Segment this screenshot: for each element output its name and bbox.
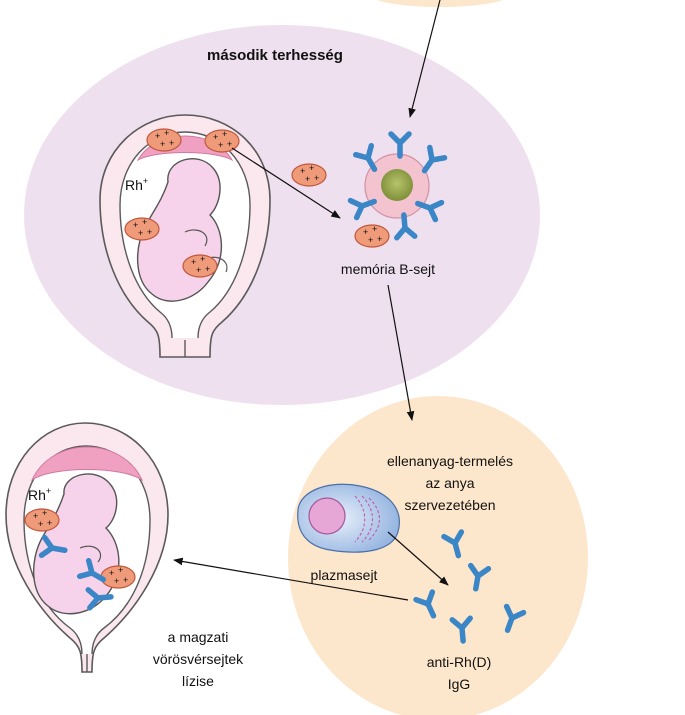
svg-text:+: + <box>305 174 310 184</box>
rbc-placenta-right: + + + + <box>204 129 240 153</box>
arrow-memory-to-production <box>387 284 415 421</box>
arrow-to-memory-cell <box>408 0 441 118</box>
rbc-placenta-left: + + + + <box>146 128 182 152</box>
svg-text:+: + <box>114 576 119 586</box>
svg-text:+: + <box>368 235 373 245</box>
lysis-label-line1: a magzati <box>168 629 229 645</box>
rbc-fetus-lower: + + + + <box>182 254 218 278</box>
svg-text:+: + <box>227 139 232 149</box>
lysis-label-line2: vörösvérsejtek <box>153 651 244 667</box>
arrow-placenta-to-memory <box>231 147 341 219</box>
svg-text:+: + <box>200 254 205 264</box>
top-peach-blob <box>376 0 504 7</box>
rbc-free-2: + + + + <box>354 224 390 248</box>
plasma-cell-label: plazmasejt <box>311 567 378 583</box>
svg-text:+: + <box>160 139 165 149</box>
svg-text:+: + <box>164 128 169 138</box>
svg-text:+: + <box>142 217 147 227</box>
antibody-label-line2: IgG <box>448 676 471 692</box>
svg-text:+: + <box>205 264 210 274</box>
rbc-fetus-upper: + + + + <box>124 217 160 241</box>
svg-text:+: + <box>363 227 368 237</box>
svg-text:+: + <box>314 173 319 183</box>
rbc-free-1: + + + + <box>291 163 327 187</box>
svg-text:+: + <box>155 131 160 141</box>
antibody-production-line1: ellenanyag-termelés <box>387 453 513 469</box>
svg-text:+: + <box>47 518 52 528</box>
antibody-label-line1: anti-Rh(D) <box>427 654 492 670</box>
svg-text:+: + <box>118 565 123 575</box>
svg-text:+: + <box>218 140 223 150</box>
svg-text:+: + <box>213 132 218 142</box>
svg-text:+: + <box>33 511 38 521</box>
arrow-antibodies-to-fetus <box>173 557 409 601</box>
svg-text:+: + <box>191 257 196 267</box>
svg-text:+: + <box>222 129 227 139</box>
svg-text:+: + <box>42 508 47 518</box>
flow-arrows <box>173 0 449 601</box>
svg-text:+: + <box>377 234 382 244</box>
svg-text:+: + <box>309 163 314 173</box>
svg-text:+: + <box>196 265 201 275</box>
svg-text:+: + <box>300 166 305 176</box>
svg-text:+: + <box>138 228 143 238</box>
rh-label-2: Rh+ <box>28 486 51 503</box>
arrow-plasma-to-antibodies <box>387 531 449 586</box>
svg-text:+: + <box>38 519 43 529</box>
antibody-production-region <box>288 396 588 715</box>
svg-text:+: + <box>372 224 377 234</box>
svg-text:+: + <box>147 227 152 237</box>
svg-text:+: + <box>133 220 138 230</box>
memory-b-cell <box>350 134 444 238</box>
antibody-production-line2: az anya <box>425 475 474 491</box>
svg-text:+: + <box>169 138 174 148</box>
rh-label-1: Rh+ <box>125 176 148 193</box>
lysis-label-line3: lízise <box>182 673 214 689</box>
rbc-lysis-upper: + + + + <box>24 508 60 532</box>
antibody-production-line3: szervezetében <box>404 497 495 513</box>
rbc-lysis-lower: + + + + <box>100 565 136 589</box>
memory-b-cell-label: memória B-sejt <box>341 261 435 277</box>
second-pregnancy-title: második terhesség <box>207 47 343 64</box>
plasma-cell <box>297 483 400 553</box>
svg-text:+: + <box>123 575 128 585</box>
svg-text:+: + <box>109 568 114 578</box>
